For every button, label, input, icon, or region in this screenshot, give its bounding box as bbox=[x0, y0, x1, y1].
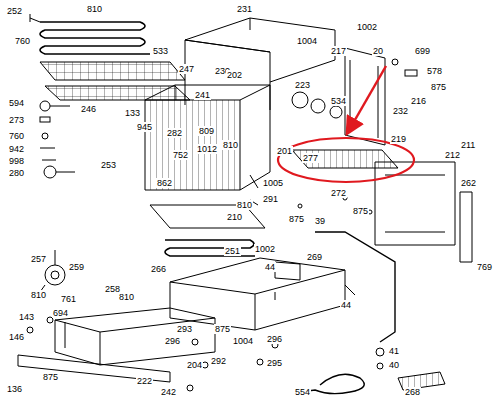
callout-number: 143 bbox=[18, 312, 35, 322]
callout-number: 293 bbox=[176, 324, 193, 334]
callout-number: 212 bbox=[444, 150, 461, 160]
callout-number: 136 bbox=[6, 384, 23, 394]
callout-number: 269 bbox=[306, 252, 323, 262]
callout-number: 231 bbox=[236, 4, 253, 14]
callout-number: 1005 bbox=[262, 178, 284, 188]
callout-number: 534 bbox=[330, 96, 347, 106]
callout-number: 292 bbox=[210, 356, 227, 366]
callout-number: 251 bbox=[224, 246, 241, 256]
callout-number: 272 bbox=[330, 188, 347, 198]
callout-number: 699 bbox=[414, 46, 431, 56]
callout-number: 44 bbox=[340, 300, 352, 310]
callout-number: 295 bbox=[266, 358, 283, 368]
callout-number: 998 bbox=[8, 156, 25, 166]
callout-number: 810 bbox=[236, 200, 253, 210]
callout-number: 942 bbox=[8, 144, 25, 154]
callout-number: 296 bbox=[266, 334, 283, 344]
callout-number: 204 bbox=[186, 360, 203, 370]
callout-number: 201 bbox=[276, 146, 293, 156]
callout-number: 217 bbox=[330, 46, 347, 56]
callout-number: 262 bbox=[460, 178, 477, 188]
callout-number: 809 bbox=[198, 126, 215, 136]
callout-number: 875 bbox=[288, 214, 305, 224]
callout-number: 268 bbox=[404, 387, 421, 397]
callout-number: 1012 bbox=[196, 144, 218, 154]
callout-number: 810 bbox=[86, 4, 103, 14]
callout-number: 211 bbox=[460, 140, 476, 150]
callout-number: 1004 bbox=[232, 336, 254, 346]
callout-number: 222 bbox=[136, 376, 153, 386]
callout-number: 1004 bbox=[296, 36, 318, 46]
callout-number: 241 bbox=[194, 90, 211, 100]
callout-number: 253 bbox=[100, 160, 117, 170]
callout-number: 862 bbox=[156, 178, 173, 188]
callout-number: 291 bbox=[262, 194, 279, 204]
callout-number: 252 bbox=[6, 6, 23, 16]
callout-number: 594 bbox=[8, 98, 25, 108]
callout-number: 266 bbox=[150, 264, 167, 274]
callout-number: 875 bbox=[430, 82, 447, 92]
callout-number: 760 bbox=[8, 131, 25, 141]
callout-number: 146 bbox=[8, 332, 25, 342]
callout-number: 1002 bbox=[254, 244, 276, 254]
callout-number: 282 bbox=[166, 128, 183, 138]
callout-number: 41 bbox=[388, 346, 400, 356]
callout-number: 133 bbox=[124, 108, 141, 118]
callout-number: 259 bbox=[68, 262, 85, 272]
callout-number: 875 bbox=[42, 372, 59, 382]
callout-number: 760 bbox=[14, 36, 31, 46]
callout-number: 257 bbox=[30, 254, 47, 264]
callout-number: 1002 bbox=[356, 22, 378, 32]
callout-number: 232 bbox=[392, 106, 409, 116]
callout-number: 875 bbox=[352, 206, 369, 216]
callout-number: 810 bbox=[222, 140, 239, 150]
callout-number: 273 bbox=[8, 115, 25, 125]
callout-number: 280 bbox=[8, 168, 25, 178]
callout-number: 216 bbox=[410, 96, 427, 106]
callout-number: 277 bbox=[302, 153, 319, 163]
callout-number: 223 bbox=[294, 80, 311, 90]
callout-number: 554 bbox=[294, 387, 311, 397]
callout-number: 246 bbox=[80, 104, 97, 114]
callout-number: 210 bbox=[226, 212, 243, 222]
callout-number: 39 bbox=[314, 216, 326, 226]
callout-number: 40 bbox=[388, 360, 400, 370]
callout-number: 44 bbox=[264, 262, 276, 272]
callout-number: 761 bbox=[60, 294, 77, 304]
callout-number: 945 bbox=[136, 122, 153, 132]
callout-number: 202 bbox=[226, 70, 243, 80]
callout-number: 694 bbox=[52, 308, 69, 318]
callout-number: 533 bbox=[152, 46, 169, 56]
callout-number: 810 bbox=[30, 290, 47, 300]
callout-number: 769 bbox=[476, 262, 493, 272]
callout-number: 296 bbox=[164, 336, 181, 346]
callout-number: 578 bbox=[426, 66, 443, 76]
callout-number: 875 bbox=[214, 324, 231, 334]
callout-number: 752 bbox=[172, 150, 189, 160]
callout-number: 219 bbox=[390, 134, 407, 144]
callout-number: 242 bbox=[160, 387, 177, 397]
callout-number: 810 bbox=[118, 292, 135, 302]
callout-number: 20 bbox=[372, 46, 384, 56]
callout-number: 247 bbox=[178, 64, 195, 74]
